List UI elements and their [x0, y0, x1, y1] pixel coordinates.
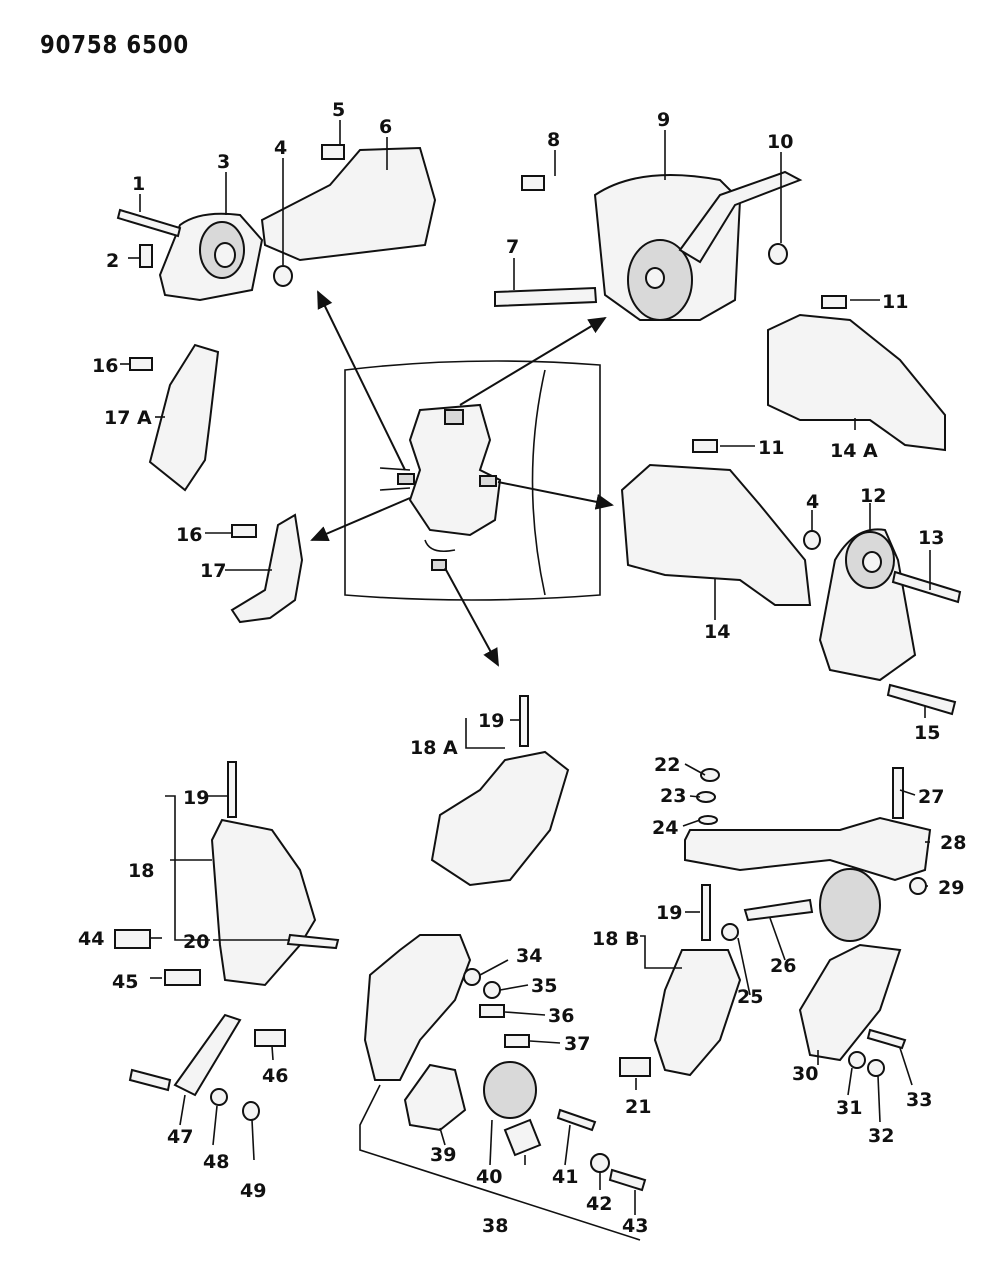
callout-3: 3 [217, 151, 230, 173]
mount-12 [803, 528, 962, 716]
bracket-18b [619, 884, 742, 1077]
engine-outline [344, 360, 601, 601]
callout-16a: 16 [92, 355, 118, 377]
callout-45: 45 [112, 971, 138, 993]
callout-16b: 16 [176, 524, 202, 546]
callout-29: 29 [938, 877, 964, 899]
leader-lines [120, 120, 931, 1241]
callout-1: 1 [132, 173, 145, 195]
callout-19a: 19 [478, 710, 504, 732]
callout-17a: 17 A [104, 407, 152, 429]
bracket-17a [129, 343, 220, 492]
callout-33: 33 [906, 1089, 932, 1111]
callout-12: 12 [860, 485, 886, 507]
callout-38: 38 [482, 1215, 508, 1237]
callout-19c: 19 [656, 902, 682, 924]
bracket-17 [230, 513, 304, 624]
callout-20: 20 [183, 931, 209, 953]
callout-43: 43 [622, 1215, 648, 1237]
callout-34: 34 [516, 945, 542, 967]
callout-46: 46 [262, 1065, 288, 1087]
callout-4b: 4 [806, 491, 819, 513]
crossmember-28 [684, 767, 932, 942]
callout-24: 24 [652, 817, 678, 839]
callout-41: 41 [552, 1166, 578, 1188]
callout-48: 48 [203, 1151, 229, 1173]
front-mount-assembly [116, 144, 437, 302]
callout-35: 35 [531, 975, 557, 997]
callout-32: 32 [868, 1125, 894, 1147]
document-number: 90758 6500 [40, 30, 189, 59]
callout-44: 44 [78, 928, 104, 950]
callout-37: 37 [564, 1033, 590, 1055]
callout-13: 13 [918, 527, 944, 549]
strut-47 [128, 1013, 286, 1121]
callout-28: 28 [940, 832, 966, 854]
callout-17: 17 [200, 560, 226, 582]
callout-7: 7 [506, 236, 519, 258]
callout-10: 10 [767, 131, 793, 153]
bracket-18a [430, 695, 570, 887]
callout-labels: 1 2 3 4 5 6 7 8 9 10 11 14 A 11 14 4 12 … [78, 99, 966, 1237]
callout-25: 25 [737, 986, 763, 1008]
bracket-18 [114, 761, 340, 987]
callout-19b: 19 [183, 787, 209, 809]
callout-49: 49 [240, 1180, 266, 1202]
callout-18b: 18 B [592, 928, 640, 950]
callout-18a: 18 A [410, 737, 458, 759]
callout-6: 6 [379, 116, 392, 138]
callout-23: 23 [660, 785, 686, 807]
callout-31: 31 [836, 1097, 862, 1119]
callout-14a: 14 A [830, 440, 878, 462]
callout-47: 47 [167, 1126, 193, 1148]
callout-40: 40 [476, 1166, 502, 1188]
callout-2: 2 [106, 250, 119, 272]
callout-4: 4 [274, 137, 287, 159]
right-mount-assembly [494, 170, 803, 321]
callout-9: 9 [657, 109, 670, 131]
callout-22: 22 [654, 754, 680, 776]
pointer-arrows [310, 290, 614, 667]
mount-assembly-38 [363, 934, 647, 1192]
bracket-14a [767, 295, 946, 452]
callout-39: 39 [430, 1144, 456, 1166]
callout-30: 30 [792, 1063, 818, 1085]
callout-42: 42 [586, 1193, 612, 1215]
callout-18: 18 [128, 860, 154, 882]
callout-15: 15 [914, 722, 940, 744]
callout-21: 21 [625, 1096, 651, 1118]
callout-26: 26 [770, 955, 796, 977]
callout-5: 5 [332, 99, 345, 121]
callout-36: 36 [548, 1005, 574, 1027]
callout-11a: 11 [882, 291, 908, 313]
callout-27: 27 [918, 786, 944, 808]
bracket-14 [620, 439, 812, 606]
callout-14: 14 [704, 621, 730, 643]
callout-11b: 11 [758, 437, 784, 459]
callout-8: 8 [547, 129, 560, 151]
bracket-30 [798, 943, 907, 1077]
